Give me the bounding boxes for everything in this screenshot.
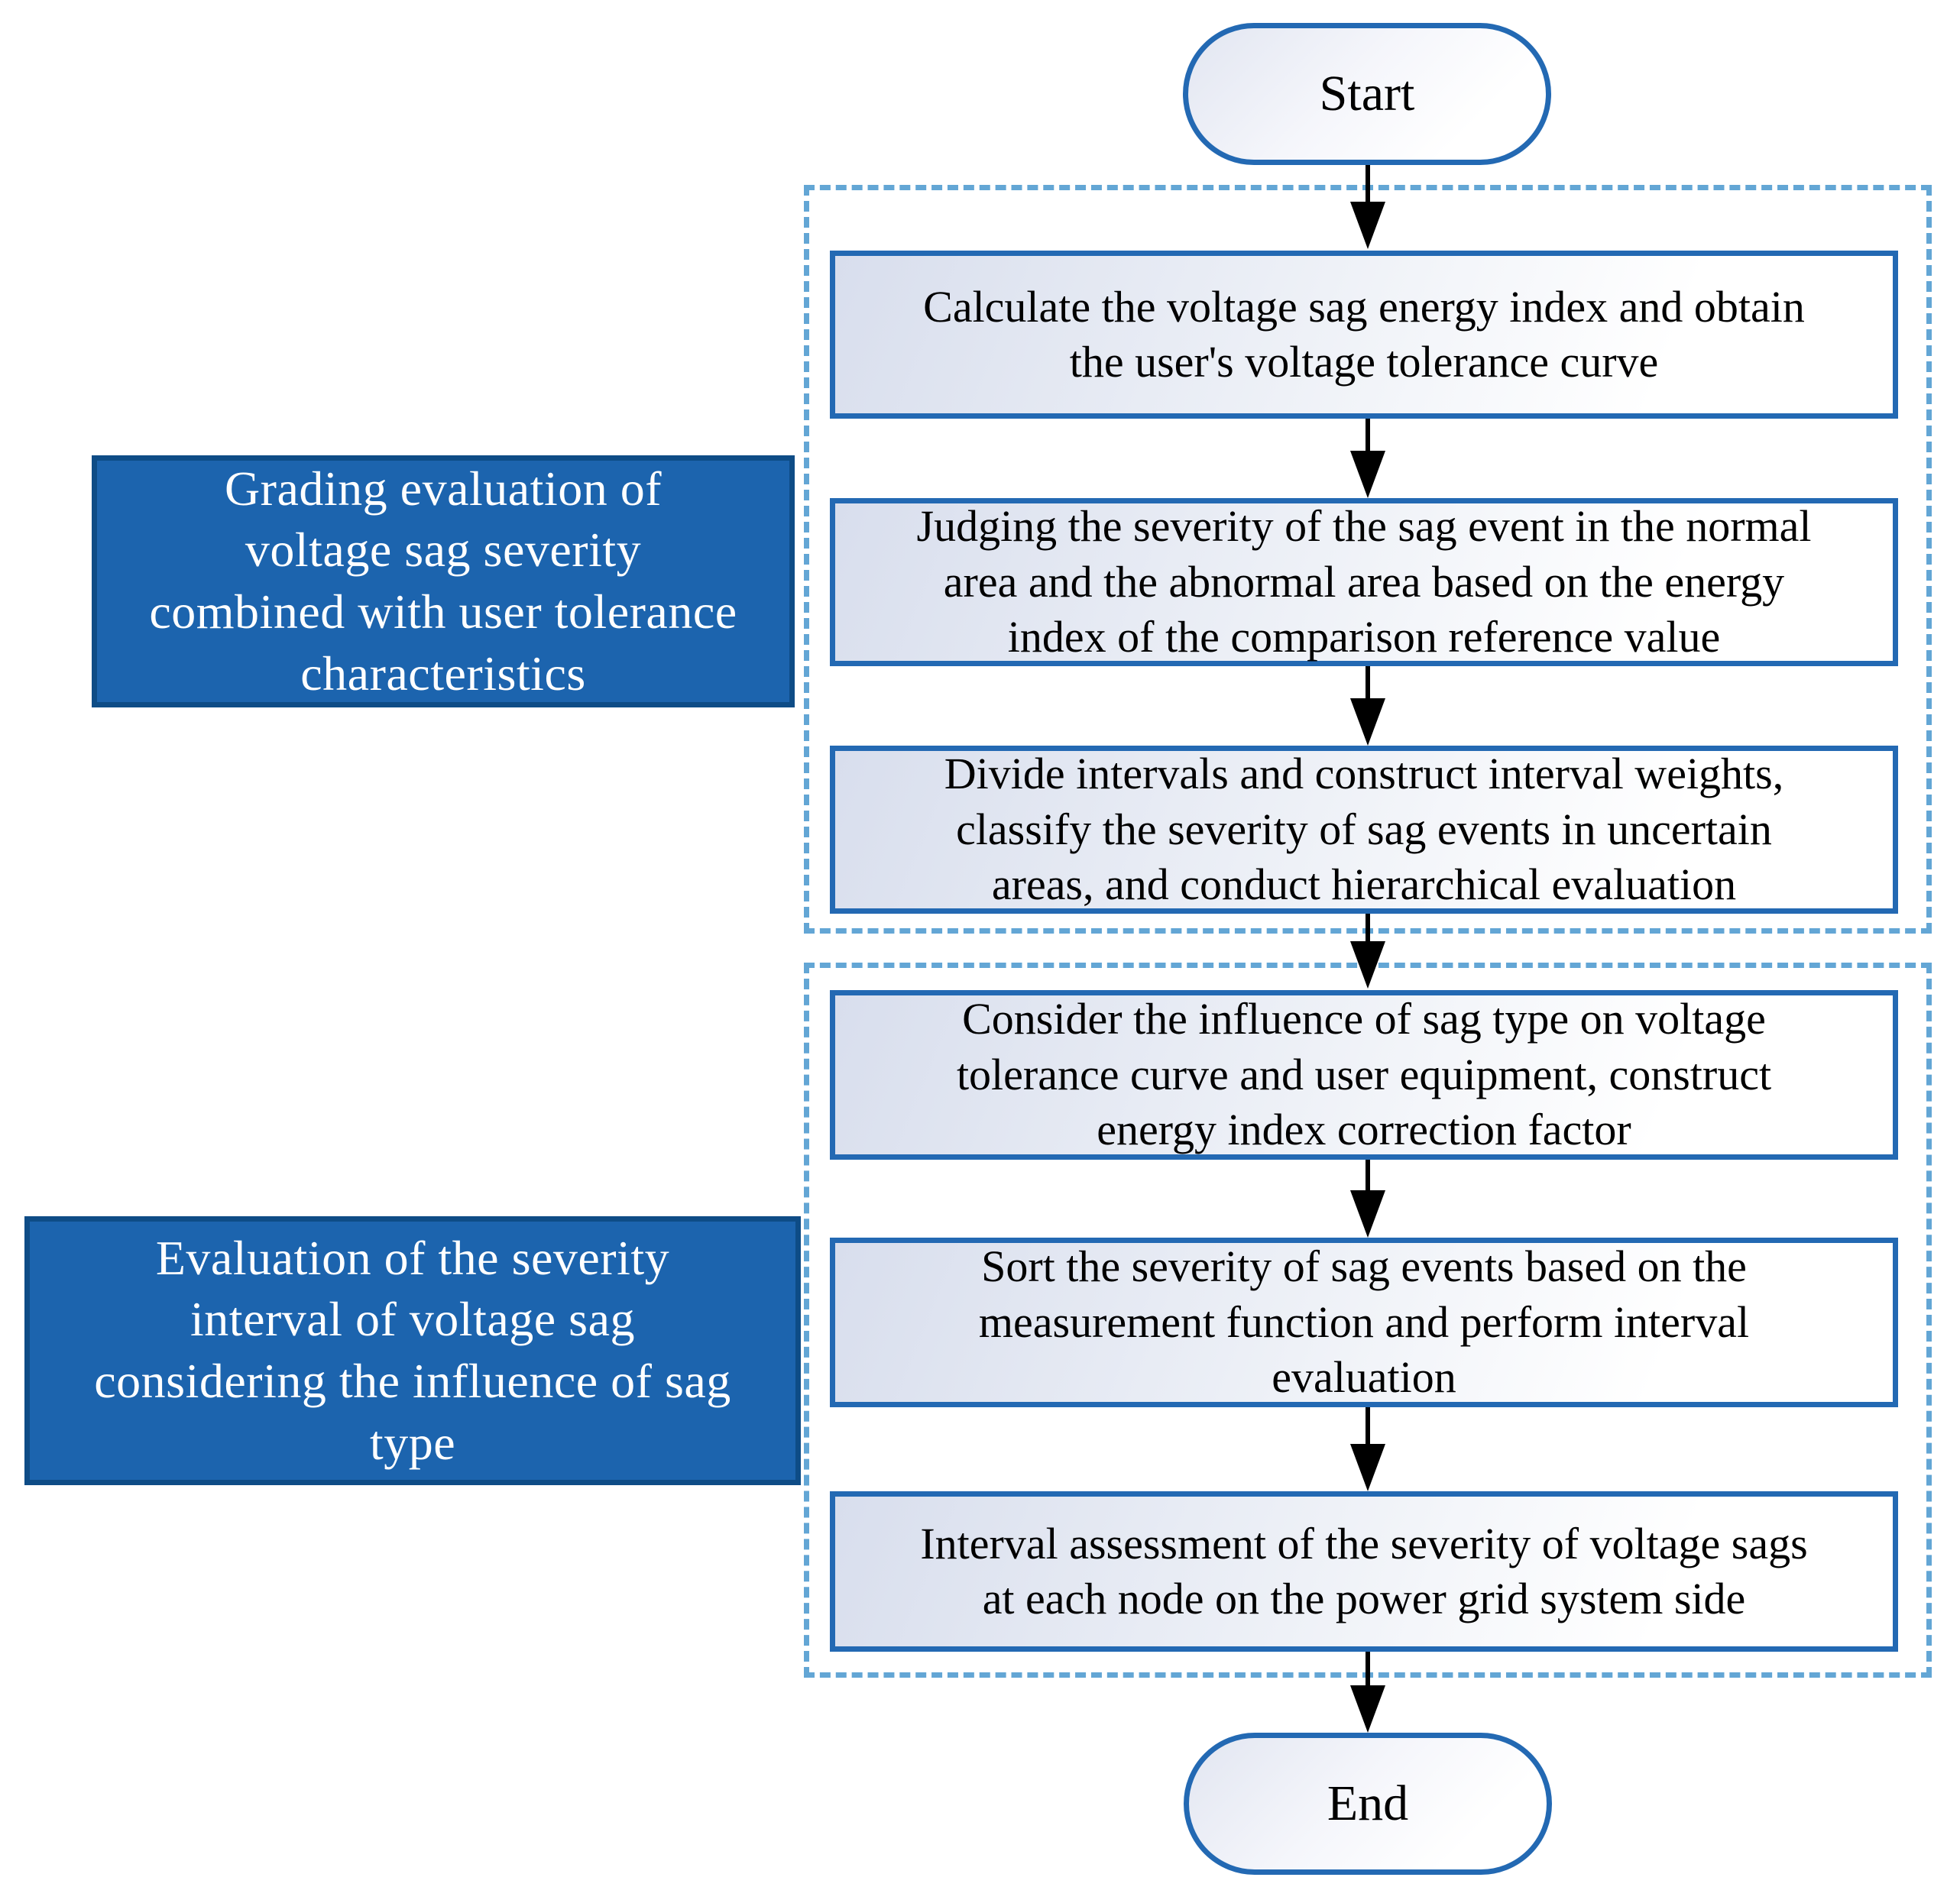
arrow-shaft (1366, 1407, 1370, 1452)
stage2-side-label-text: Evaluation of the severity interval of v… (94, 1230, 731, 1470)
start-node-label: Start (1319, 66, 1415, 121)
end-node: End (1184, 1733, 1552, 1875)
arrow-step2-to-step3 (1350, 666, 1385, 746)
arrow-shaft (1366, 419, 1370, 458)
process-step-1: Calculate the voltage sag energy index a… (830, 251, 1898, 419)
arrowhead-down-icon (1350, 1190, 1385, 1238)
start-node: Start (1183, 23, 1551, 165)
arrow-shaft (1366, 165, 1370, 209)
stage1-side-label-text: Grading evaluation of voltage sag severi… (149, 461, 737, 701)
arrow-step1-to-step2 (1350, 419, 1385, 498)
end-node-label: End (1327, 1775, 1409, 1831)
process-step-5-text: Sort the severity of sag events based on… (978, 1241, 1750, 1403)
arrowhead-down-icon (1350, 1685, 1385, 1733)
arrowhead-down-icon (1350, 698, 1385, 746)
process-step-6: Interval assessment of the severity of v… (830, 1491, 1898, 1652)
arrow-shaft (1366, 1652, 1370, 1693)
process-step-4: Consider the influence of sag type on vo… (830, 990, 1898, 1160)
arrow-step6-to-end (1350, 1652, 1385, 1733)
arrow-start-to-step1 (1350, 165, 1385, 249)
process-step-6-text: Interval assessment of the severity of v… (920, 1518, 1808, 1624)
arrowhead-down-icon (1350, 451, 1385, 498)
arrow-step4-to-step5 (1350, 1160, 1385, 1238)
stage1-side-label: Grading evaluation of voltage sag severi… (92, 455, 795, 707)
arrow-shaft (1366, 666, 1370, 706)
arrowhead-down-icon (1350, 941, 1385, 989)
arrow-step5-to-step6 (1350, 1407, 1385, 1491)
arrow-shaft (1366, 914, 1370, 949)
process-step-4-text: Consider the influence of sag type on vo… (956, 994, 1772, 1155)
process-step-1-text: Calculate the voltage sag energy index a… (923, 281, 1805, 387)
process-step-2: Judging the severity of the sag event in… (830, 498, 1898, 666)
stage2-side-label: Evaluation of the severity interval of v… (24, 1216, 801, 1485)
process-step-5: Sort the severity of sag events based on… (830, 1238, 1898, 1407)
arrow-shaft (1366, 1160, 1370, 1198)
arrowhead-down-icon (1350, 1444, 1385, 1491)
process-step-3-text: Divide intervals and construct interval … (944, 749, 1784, 910)
arrow-step3-to-step4 (1350, 914, 1385, 989)
arrowhead-down-icon (1350, 202, 1385, 249)
process-step-3: Divide intervals and construct interval … (830, 746, 1898, 914)
process-step-2-text: Judging the severity of the sag event in… (916, 501, 1812, 662)
